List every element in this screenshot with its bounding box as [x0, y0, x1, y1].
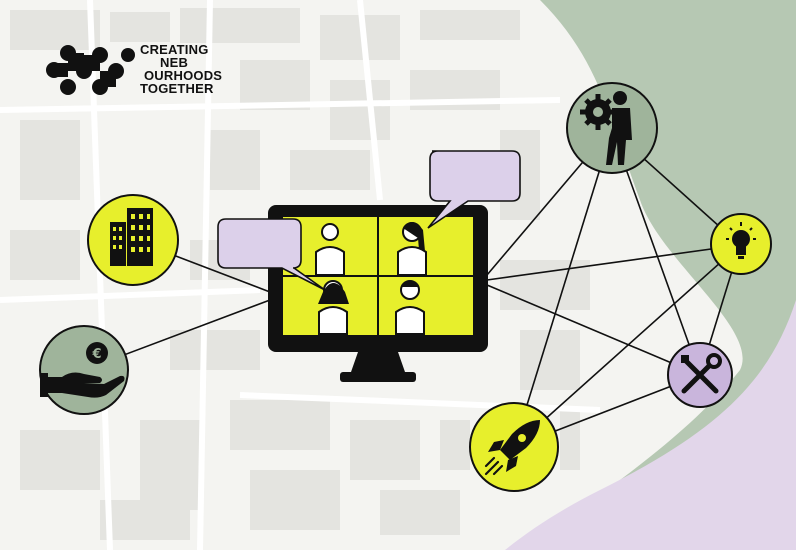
tools-icon	[681, 353, 722, 394]
connector-line	[486, 284, 701, 376]
speech-bubble	[217, 218, 326, 291]
buildings-node	[87, 194, 179, 286]
participant-avatar	[397, 221, 427, 276]
lightbulb-icon	[726, 222, 756, 259]
speech-bubble	[427, 150, 521, 229]
logo-text: CREATING NEB OURHOODS TOGETHER	[140, 43, 222, 95]
connector-line	[486, 244, 741, 281]
participant-avatar	[395, 280, 425, 335]
logo-line: CREATING	[140, 42, 209, 57]
participant-avatar	[318, 280, 349, 335]
tools-node	[667, 342, 733, 408]
logo-mark-icon	[46, 45, 135, 95]
launch-node	[469, 402, 559, 492]
worker-gear-icon	[580, 91, 632, 165]
connector-line	[513, 244, 741, 448]
rocket-icon	[484, 420, 540, 476]
euro-hand-icon: €	[40, 342, 125, 398]
region-shapes	[505, 0, 796, 550]
video-call-monitor-icon	[268, 205, 488, 382]
svg-text:€: €	[91, 347, 101, 362]
connector-line	[513, 129, 613, 448]
worker-node	[566, 82, 658, 174]
buildings-icon	[110, 208, 153, 266]
logo-line: NEB	[160, 55, 189, 70]
logo-line: OURHOODS	[144, 68, 223, 83]
logo-line: TOGETHER	[140, 81, 214, 96]
idea-node	[710, 213, 772, 275]
funding-node: €	[39, 325, 129, 415]
logo: CREATING NEB OURHOODS TOGETHER	[44, 43, 234, 103]
participant-avatar	[315, 223, 345, 276]
